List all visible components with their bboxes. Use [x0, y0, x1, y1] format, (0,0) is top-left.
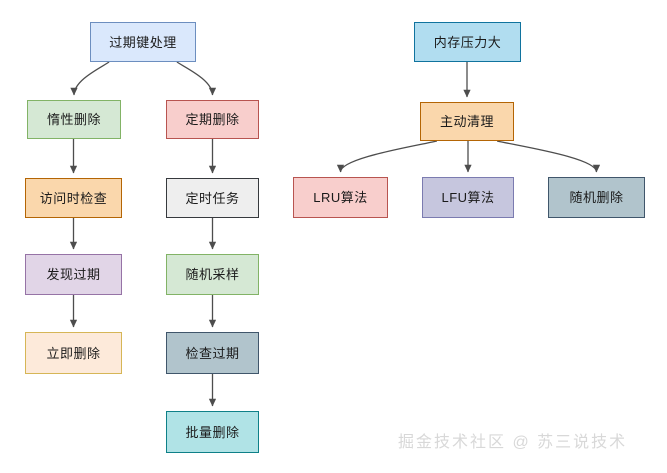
node-expire-root[interactable]: 过期键处理	[90, 22, 196, 62]
edge-expire-root-to-periodic-delete	[176, 61, 217, 96]
node-random-delete[interactable]: 随机删除	[548, 177, 645, 218]
edge-active-cleanup-to-random-delete	[496, 140, 601, 173]
edge-expire-root-to-lazy-delete	[70, 61, 110, 96]
node-lazy-delete[interactable]: 惰性删除	[27, 100, 121, 139]
node-access-check[interactable]: 访问时检查	[25, 178, 122, 218]
node-memory-pressure[interactable]: 内存压力大	[414, 22, 521, 62]
node-periodic-delete[interactable]: 定期删除	[166, 100, 259, 139]
node-immediate-delete[interactable]: 立即删除	[25, 332, 122, 374]
node-found-expired[interactable]: 发现过期	[25, 254, 122, 295]
watermark-text: 掘金技术社区 @ 苏三说技术	[398, 434, 628, 451]
node-scheduled-task[interactable]: 定时任务	[166, 178, 259, 218]
edge-active-cleanup-to-lru	[336, 140, 438, 173]
node-active-cleanup[interactable]: 主动清理	[420, 102, 514, 141]
node-batch-delete[interactable]: 批量删除	[166, 411, 259, 453]
node-random-sample[interactable]: 随机采样	[166, 254, 259, 295]
node-lru-algorithm[interactable]: LRU算法	[293, 177, 388, 218]
node-lfu-algorithm[interactable]: LFU算法	[422, 177, 514, 218]
node-check-expired[interactable]: 检查过期	[166, 332, 259, 374]
